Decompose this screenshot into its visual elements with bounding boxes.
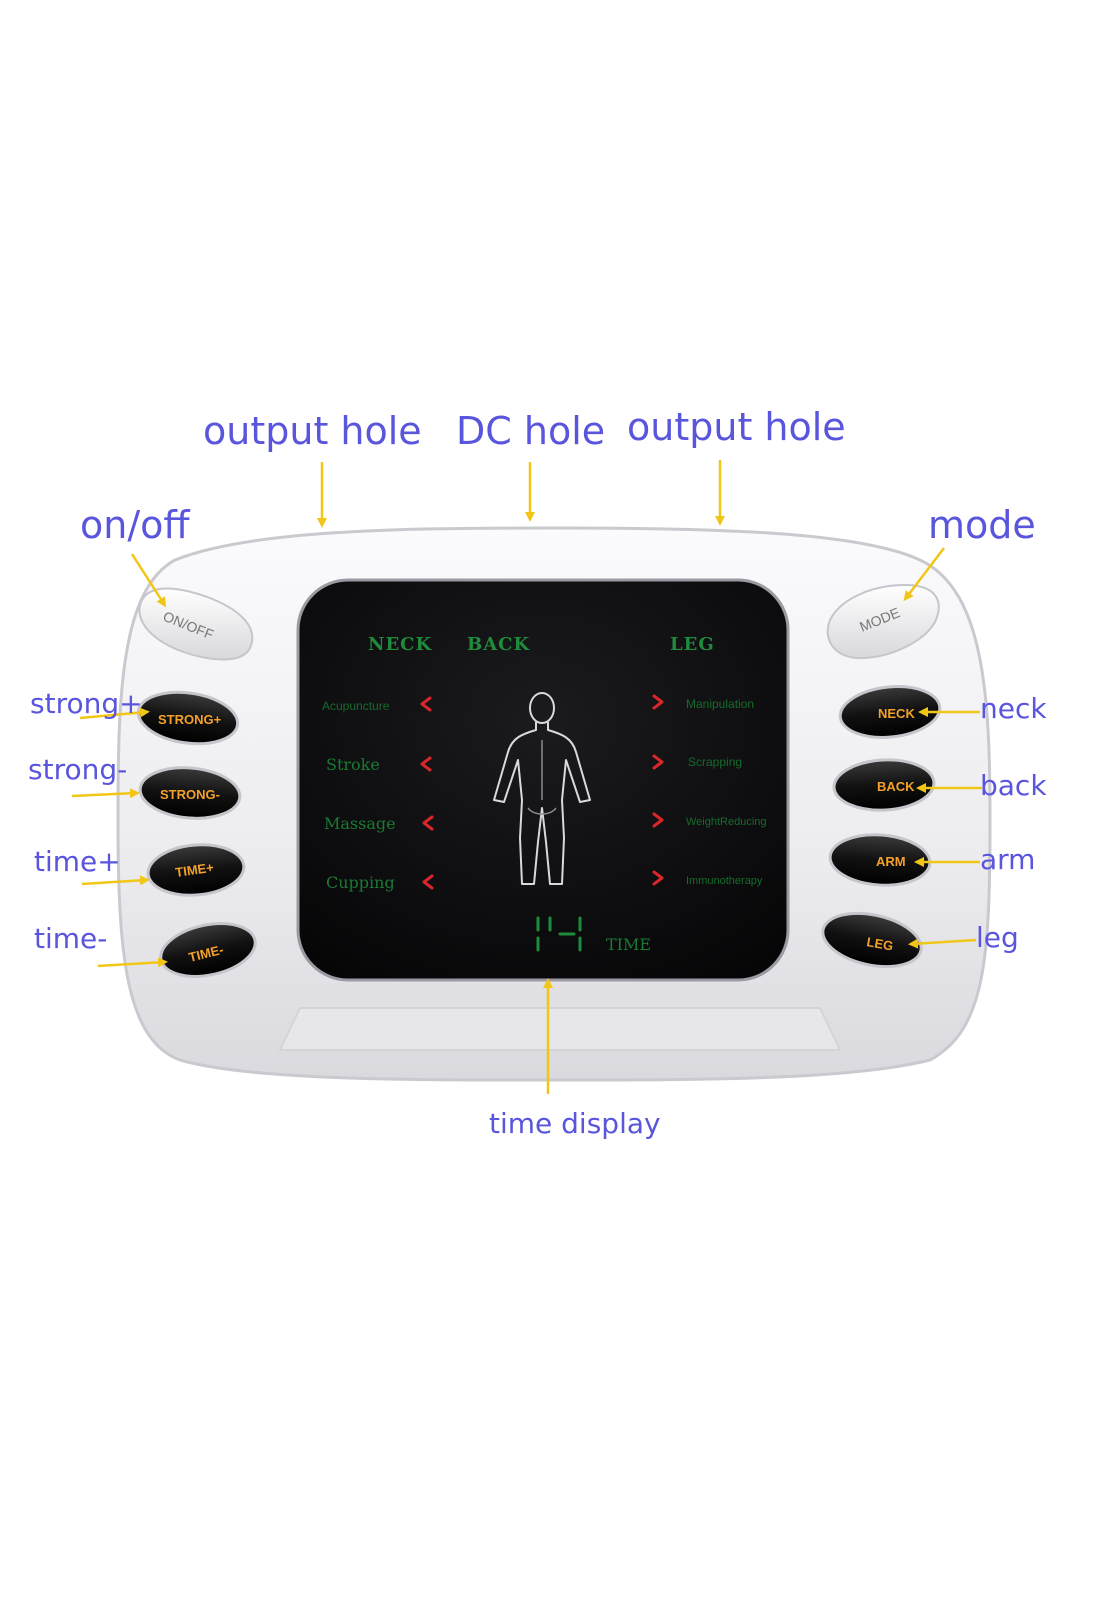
red-chevron-icon — [652, 754, 664, 770]
strong-plus-button[interactable]: STRONG+ — [135, 686, 241, 749]
lcd-mode-immunotherapy: Immunotherapy — [686, 875, 763, 887]
time-plus-button-label: TIME+ — [174, 860, 215, 880]
red-chevron-icon — [420, 696, 432, 712]
lcd-mode-acupuncture: Acupuncture — [322, 699, 390, 713]
yellow-arrow-icon — [130, 553, 167, 608]
callout-arm: arm — [980, 843, 1036, 876]
callout-dc-hole: DC hole — [456, 409, 606, 453]
callout-time-plus: time+ — [34, 845, 121, 878]
lcd-mode-stroke: Stroke — [326, 755, 380, 774]
callout-arrows — [71, 460, 982, 1094]
on-off-button[interactable]: ON/OFF — [138, 587, 254, 661]
red-chevron-icon — [422, 815, 434, 831]
lcd-header-neck: NECK — [368, 634, 432, 655]
back-button-label: BACK — [877, 779, 915, 794]
callout-output-hole-left: output hole — [203, 409, 422, 453]
back-button[interactable]: BACK — [832, 757, 936, 812]
callout-neck: neck — [980, 692, 1047, 725]
lcd-mode-scrapping: Scrapping — [688, 755, 742, 769]
red-chevron-icon — [652, 812, 664, 828]
time-digits — [536, 916, 582, 952]
callout-time-display: time display — [489, 1107, 661, 1140]
strong-minus-button-label: STRONG- — [160, 787, 220, 802]
callout-on-off: on/off — [80, 503, 190, 547]
leg-button-label: LEG — [865, 934, 894, 953]
lcd-mode-weight-reducing: WeightReducing — [686, 816, 767, 828]
strong-plus-button-label: STRONG+ — [158, 712, 222, 727]
callout-strong-minus: strong- — [28, 753, 128, 786]
lcd-mode-cupping: Cupping — [326, 873, 395, 892]
time-plus-button[interactable]: TIME+ — [146, 841, 246, 899]
neck-button-label: NECK — [878, 706, 915, 721]
neck-button[interactable]: NECK — [838, 682, 943, 742]
strong-minus-button[interactable]: STRONG- — [138, 764, 242, 823]
callout-mode: mode — [928, 503, 1036, 547]
red-chevron-icon — [652, 870, 664, 886]
callout-back: back — [980, 769, 1047, 802]
yellow-arrow-icon — [81, 875, 150, 886]
yellow-arrow-icon — [903, 547, 945, 602]
lcd-mode-manipulation: Manipulation — [686, 697, 754, 711]
lcd-mode-massage: Massage — [324, 814, 396, 833]
mode-button[interactable]: MODE — [826, 583, 940, 660]
callout-output-hole-right: output hole — [627, 405, 846, 449]
red-chevron-icon — [422, 874, 434, 890]
yellow-arrow-icon — [79, 707, 150, 720]
yellow-arrow-icon — [71, 788, 140, 799]
human-body-icon — [493, 692, 591, 885]
lcd-time-label: TIME — [606, 935, 651, 954]
arm-button[interactable]: ARM — [828, 832, 932, 889]
callout-leg: leg — [976, 921, 1019, 954]
callout-strong-plus: strong+ — [30, 687, 143, 720]
red-chevron-icon — [420, 756, 432, 772]
yellow-arrow-icon — [908, 938, 977, 949]
lcd-header-leg: LEG — [670, 634, 715, 655]
lcd-header-back: BACK — [467, 634, 531, 655]
leg-button[interactable]: LEG — [818, 905, 926, 975]
callout-time-minus: time- — [34, 922, 108, 955]
arm-button-label: ARM — [876, 854, 906, 869]
yellow-arrow-icon — [97, 957, 168, 968]
red-chevron-icon — [652, 694, 664, 710]
